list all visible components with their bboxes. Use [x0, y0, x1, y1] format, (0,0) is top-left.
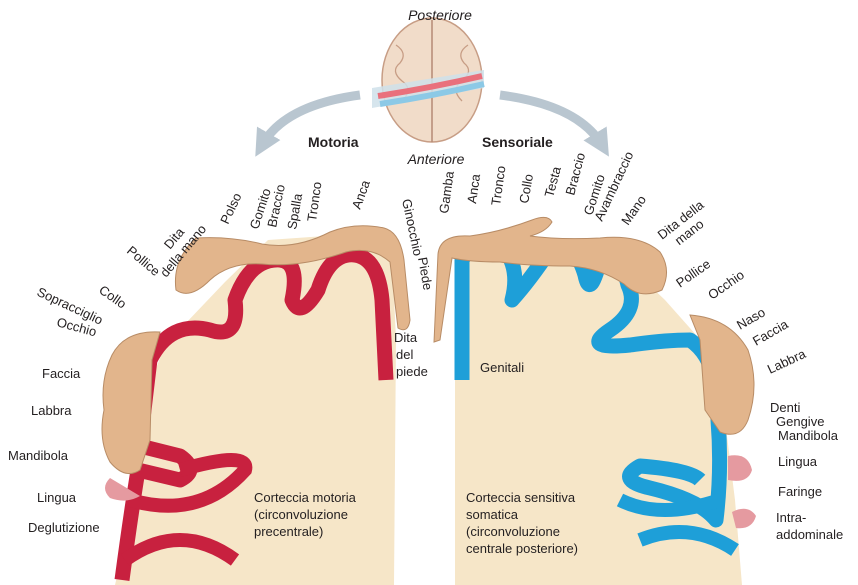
- sensory-label-lingua: Lingua: [778, 454, 818, 469]
- motor-caption: Corteccia motoria (circonvoluzione prece…: [254, 490, 360, 539]
- motor-arrow: [255, 90, 361, 157]
- sensory-label-mano: Mano: [618, 192, 649, 227]
- motor-label-deglutizione: Deglutizione: [28, 520, 100, 535]
- sensory-label-braccio: Braccio: [562, 151, 588, 197]
- motor-heading: Motoria: [308, 134, 359, 150]
- motor-label-anca: Anca: [349, 177, 373, 211]
- sensory-label-occhio: Occhio: [705, 267, 747, 302]
- sensory-homunculus: [433, 216, 756, 529]
- sensory-label-genitali: Genitali: [480, 360, 524, 375]
- brain-thumbnail: [372, 17, 485, 143]
- sensory-arrow: [499, 90, 609, 157]
- motor-label-mandibola: Mandibola: [8, 448, 69, 463]
- sensory-label-gengive: Gengive: [776, 414, 824, 429]
- sensory-label-labbra: Labbra: [765, 346, 809, 377]
- sensory-label-mandibola: Mandibola: [778, 428, 839, 443]
- sensory-cortex-band: [454, 237, 728, 528]
- sensory-label-gamba: Gamba: [436, 169, 457, 214]
- motor-label-spalla: Spalla: [284, 192, 305, 231]
- sensory-label-intra: Intra- addominale: [776, 510, 843, 542]
- motor-label-ginocchio: Ginocchio: [399, 198, 426, 258]
- motor-label-piede: Piede: [415, 256, 436, 291]
- motor-label-dita-piede: Dita del piede: [394, 330, 428, 379]
- sensory-label-tronco: Tronco: [488, 165, 508, 207]
- motor-cortex-section: [114, 234, 396, 585]
- sensory-cortex-section: [454, 236, 742, 585]
- motor-homunculus: [101, 225, 411, 501]
- sensory-heading: Sensoriale: [482, 134, 553, 150]
- sensory-caption: Corteccia sensitiva somatica (circonvolu…: [466, 490, 579, 556]
- sensory-label-dita-mano: Dita della mano: [655, 195, 719, 254]
- motor-label-labbra: Labbra: [31, 403, 72, 418]
- sensory-label-denti: Denti: [770, 400, 800, 415]
- sensory-label-collo: Collo: [516, 173, 536, 205]
- motor-label-polso: Polso: [217, 190, 244, 226]
- sensory-label-pollice: Pollice: [673, 256, 713, 290]
- sensory-label-faringe: Faringe: [778, 484, 822, 499]
- motor-label-lingua: Lingua: [37, 490, 77, 505]
- motor-label-collo: Collo: [96, 282, 129, 311]
- sensory-label-testa: Testa: [541, 164, 564, 199]
- motor-label-pollice: Pollice: [124, 243, 163, 279]
- posterior-label: Posteriore: [408, 7, 472, 23]
- motor-label-faccia: Faccia: [42, 366, 81, 381]
- sensory-label-anca: Anca: [464, 172, 483, 204]
- motor-label-tronco: Tronco: [304, 181, 324, 223]
- anterior-label: Anteriore: [407, 151, 465, 167]
